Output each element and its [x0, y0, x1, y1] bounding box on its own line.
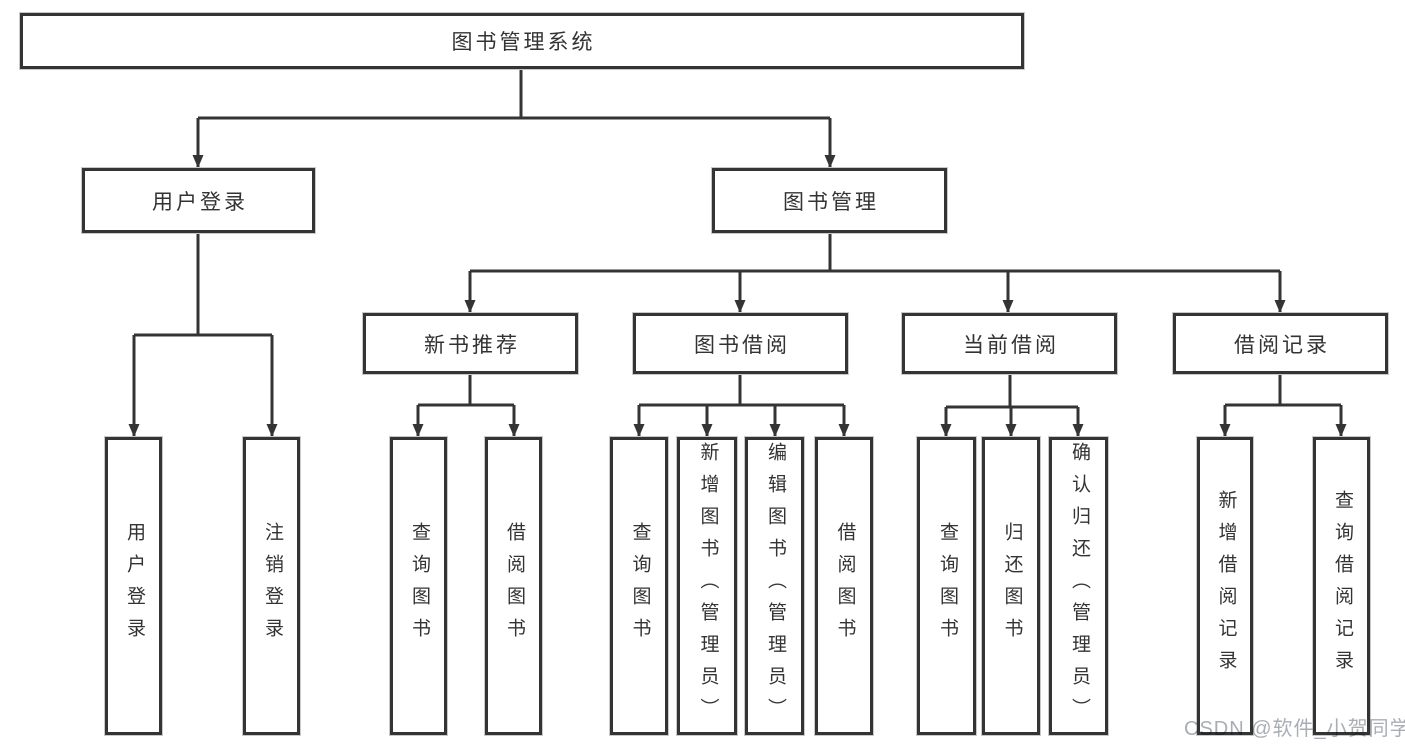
node-root: 图书管理系统 [19, 12, 1025, 70]
leaf-records-add-record-label: 新增借阅记录 [1215, 490, 1237, 682]
leaf-user-login: 用户登录 [104, 436, 163, 736]
leaf-borrow-edit-books-label: 编辑图书（管理员） [764, 442, 786, 730]
connector-mgmt-split [470, 233, 1280, 273]
node-book-borrow-label: 图书借阅 [694, 333, 790, 357]
node-current-borrow: 当前借阅 [901, 312, 1118, 375]
node-root-label: 图书管理系统 [451, 31, 596, 54]
leaf-borrow-borrow-books: 借阅图书 [814, 436, 874, 736]
node-new-book-rec-label: 新书推荐 [424, 333, 520, 357]
connector-login-split [134, 233, 272, 337]
node-current-borrow-label: 当前借阅 [963, 333, 1059, 357]
node-book-mgmt: 图书管理 [711, 167, 948, 234]
leaf-borrow-query-books-label: 查询图书 [629, 522, 651, 650]
connector-current-split [946, 374, 1078, 409]
leaf-borrow-add-books-label: 新增图书（管理员） [697, 442, 719, 730]
node-book-mgmt-label: 图书管理 [783, 190, 879, 214]
node-borrow-records: 借阅记录 [1172, 312, 1389, 375]
leaf-borrow-add-books: 新增图书（管理员） [676, 436, 738, 736]
leaf-borrow-query-books: 查询图书 [609, 436, 669, 736]
leaf-rec-query-books: 查询图书 [389, 436, 448, 736]
leaf-current-query-books-label: 查询图书 [936, 522, 958, 650]
leaf-records-query-record-label: 查询借阅记录 [1331, 490, 1353, 682]
leaf-current-return-books: 归还图书 [981, 436, 1041, 736]
node-user-login: 用户登录 [81, 167, 316, 234]
leaf-rec-query-books-label: 查询图书 [408, 522, 430, 650]
leaf-logout: 注销登录 [242, 436, 301, 736]
leaf-rec-borrow-books: 借阅图书 [484, 436, 543, 736]
leaf-records-add-record: 新增借阅记录 [1196, 436, 1254, 736]
connector-borrow-split [639, 374, 844, 407]
leaf-records-query-record: 查询借阅记录 [1312, 436, 1371, 736]
leaf-current-query-books: 查询图书 [916, 436, 977, 736]
leaf-current-confirm-return-label: 确认归还（管理员） [1068, 442, 1090, 730]
node-user-login-label: 用户登录 [152, 190, 248, 214]
leaf-rec-borrow-books-label: 借阅图书 [503, 522, 525, 650]
csdn-watermark: CSDN @软件_小贺同学 [1184, 718, 1405, 740]
leaf-current-confirm-return: 确认归还（管理员） [1048, 436, 1109, 736]
leaf-current-return-books-label: 归还图书 [1001, 522, 1023, 650]
node-book-borrow: 图书借阅 [632, 312, 849, 375]
connector-rec-split [418, 374, 514, 407]
node-new-book-rec: 新书推荐 [362, 312, 579, 375]
connector-root-split [198, 69, 830, 120]
leaf-borrow-edit-books: 编辑图书（管理员） [744, 436, 805, 736]
connector-records-split [1225, 374, 1341, 407]
leaf-borrow-borrow-books-label: 借阅图书 [834, 522, 856, 650]
leaf-logout-label: 注销登录 [261, 522, 283, 650]
node-borrow-records-label: 借阅记录 [1234, 333, 1330, 357]
leaf-user-login-label: 用户登录 [123, 522, 145, 650]
